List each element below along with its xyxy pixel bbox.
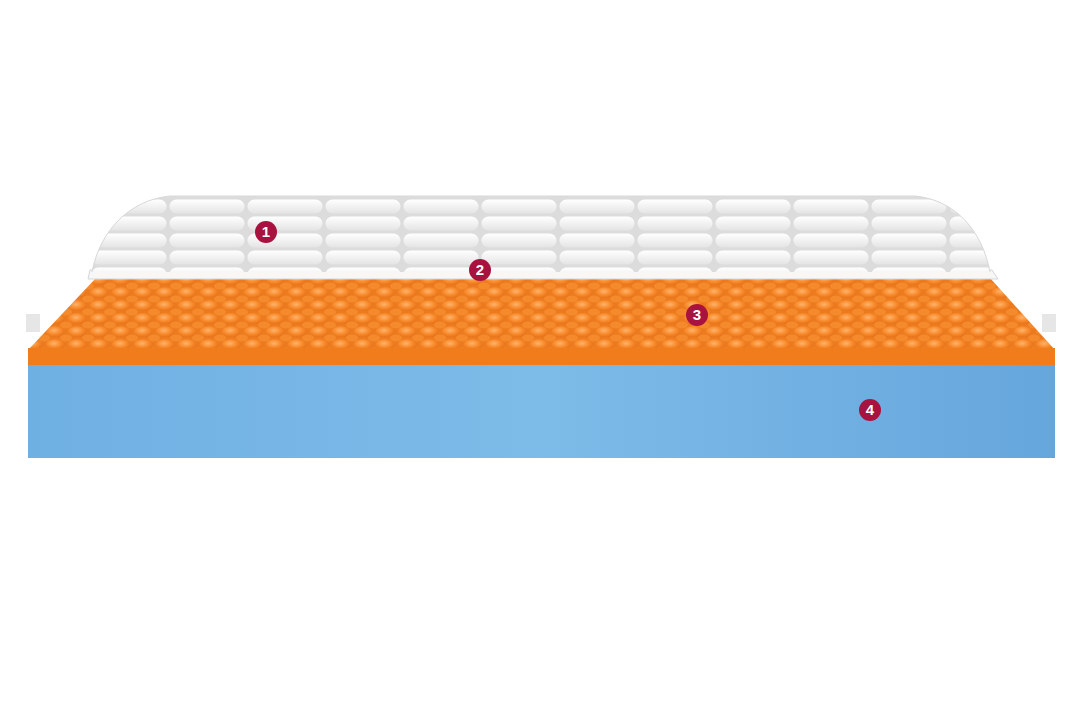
callout-number: 1 [255,221,277,243]
callout-number: 4 [859,399,881,421]
callout-number: 3 [686,304,708,326]
callout-number: 2 [469,259,491,281]
